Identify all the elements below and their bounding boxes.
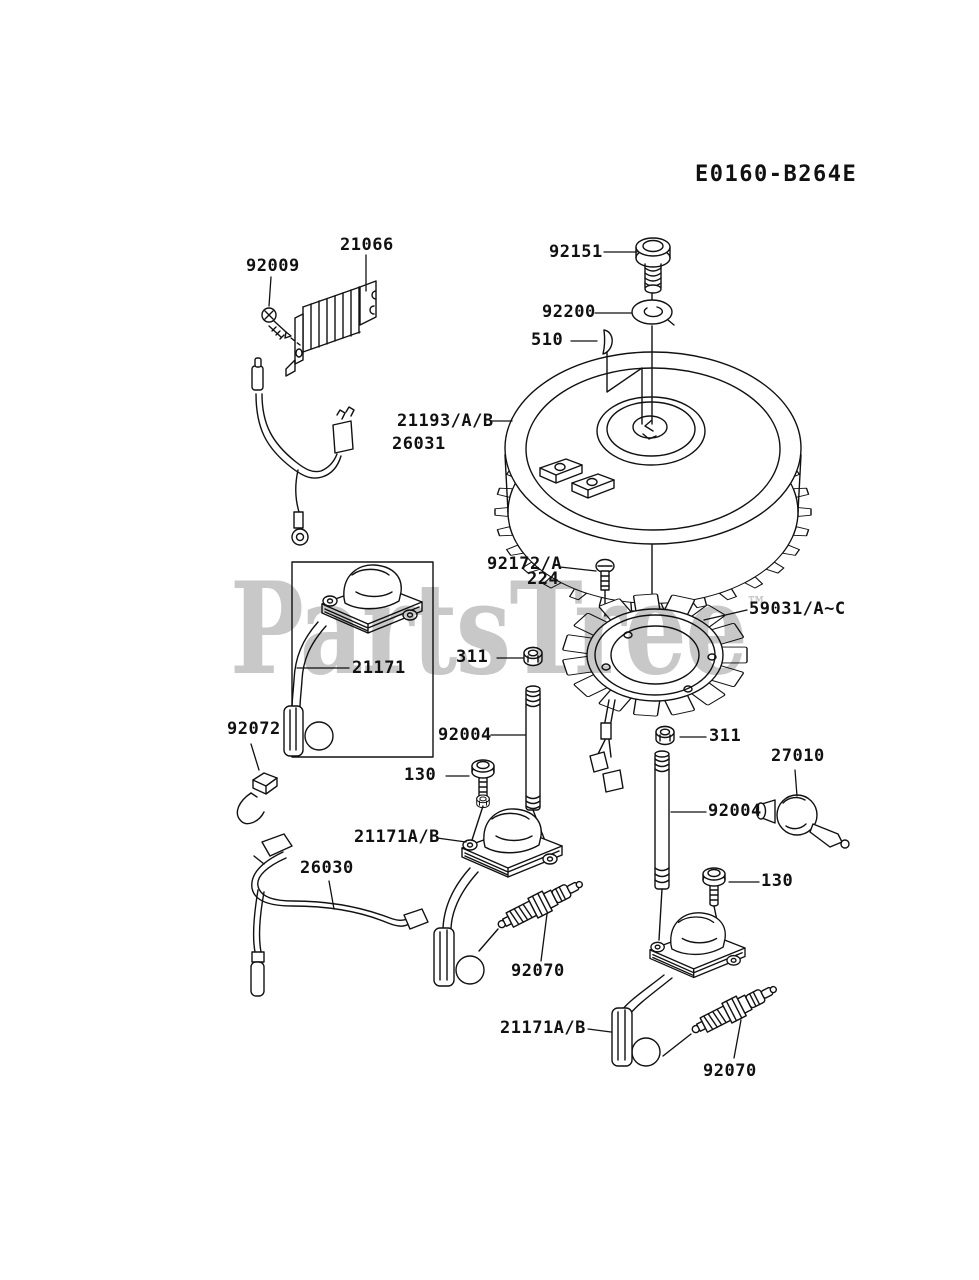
part-label-130-right: 130 [761, 871, 794, 891]
screw-92009-drawing [261, 307, 301, 346]
part-label-92172: 92172/A [487, 554, 563, 574]
harness-26030-drawing [250, 833, 429, 997]
bolt-130-left-drawing [471, 759, 495, 841]
part-label-130-left: 130 [404, 765, 437, 785]
part-label-224: 224 [527, 569, 560, 589]
flywheel-drawing [494, 351, 812, 613]
stud-92004-right-drawing [654, 750, 670, 941]
ignition-coil-21171ab-mid-drawing [433, 808, 563, 987]
part-label-26030: 26030 [300, 858, 354, 878]
leader-lines [250, 251, 798, 1059]
part-label-92151: 92151 [549, 242, 603, 262]
washer-92200-drawing [631, 299, 675, 326]
part-label-92004-left: 92004 [438, 725, 492, 745]
part-label-92072: 92072 [227, 719, 281, 739]
part-label-92070-bottom: 92070 [703, 1061, 757, 1081]
part-label-21171ab-bottom: 21171A/B [500, 1018, 586, 1038]
trademark-symbol: ™ [746, 592, 767, 622]
screw-92172-drawing [595, 558, 615, 617]
part-label-27010: 27010 [771, 746, 825, 766]
part-label-92200: 92200 [542, 302, 596, 322]
watermark: PartsTree™ [230, 566, 767, 692]
part-label-92070-mid: 92070 [511, 961, 565, 981]
coil-group-box [291, 561, 434, 758]
crankshaft-axis-line [644, 291, 654, 651]
nut-311-right-drawing [655, 725, 675, 746]
ignition-coil-21171ab-bottom-drawing [611, 912, 746, 1067]
regulator-drawing [285, 280, 377, 377]
stator-drawing [561, 593, 748, 793]
flange-bolt-92151-drawing [635, 237, 671, 294]
part-label-311-left: 311 [456, 647, 489, 667]
oil-switch-27010-drawing [755, 794, 850, 849]
part-label-21171: 21171 [352, 658, 406, 678]
lead-wire-drawing [251, 357, 355, 546]
part-label-311-right: 311 [709, 726, 742, 746]
stud-92004-left-drawing [525, 685, 550, 852]
part-label-26031: 26031 [392, 434, 446, 454]
spark-plug-92070-mid-drawing [492, 872, 588, 937]
part-label-21066: 21066 [340, 235, 394, 255]
watermark-text: PartsTree [230, 555, 748, 703]
ignition-coil-21171-drawing [283, 564, 423, 757]
diagram-code: E0160-B264E [695, 162, 858, 187]
part-label-21193: 21193/A/B [397, 411, 494, 431]
woodruff-key-510-drawing [602, 329, 613, 355]
clip-92072-drawing [236, 772, 278, 825]
spark-plug-92070-bottom-drawing [686, 977, 782, 1042]
part-label-92004-right: 92004 [708, 801, 762, 821]
part-label-510: 510 [531, 330, 564, 350]
part-label-59031: 59031/A~C [749, 599, 846, 619]
part-label-21171ab-mid: 21171A/B [354, 827, 440, 847]
part-label-92009: 92009 [246, 256, 300, 276]
